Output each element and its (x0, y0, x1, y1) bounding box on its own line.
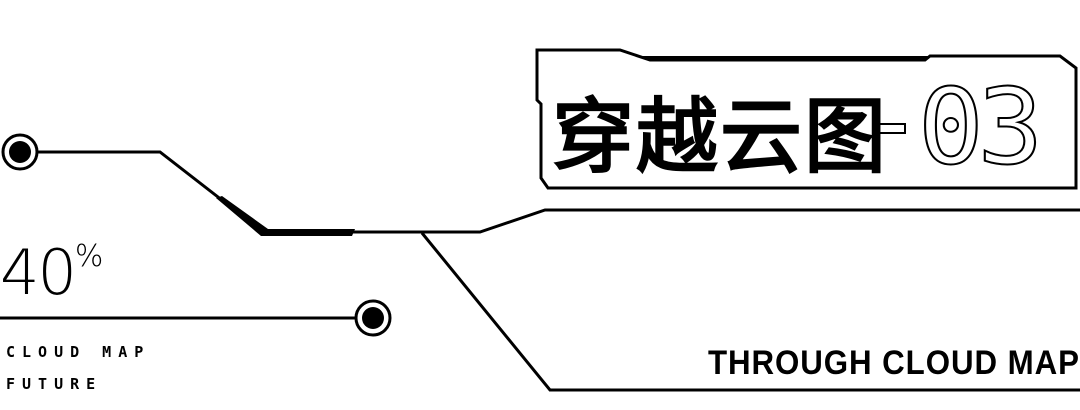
subtitle: THROUGH CLOUD MAP (708, 344, 1080, 382)
node-icon (354, 299, 392, 337)
title-number: 03 (917, 65, 1044, 189)
percent-value: 40% (0, 236, 103, 309)
label-line2: FUTURE (6, 375, 103, 393)
circuit-line-top (38, 150, 1080, 234)
percent-unit: % (74, 239, 103, 275)
title-text: 穿越云图 (552, 90, 889, 185)
label-line1: CLOUD MAP (6, 343, 151, 361)
node-icon (1, 133, 39, 171)
percent-number: 40 (0, 236, 77, 309)
circuit-thick-segment (216, 196, 355, 236)
dash-mark (876, 123, 906, 134)
title-frame-accent (620, 50, 930, 60)
circuit-line-down (420, 232, 1080, 392)
